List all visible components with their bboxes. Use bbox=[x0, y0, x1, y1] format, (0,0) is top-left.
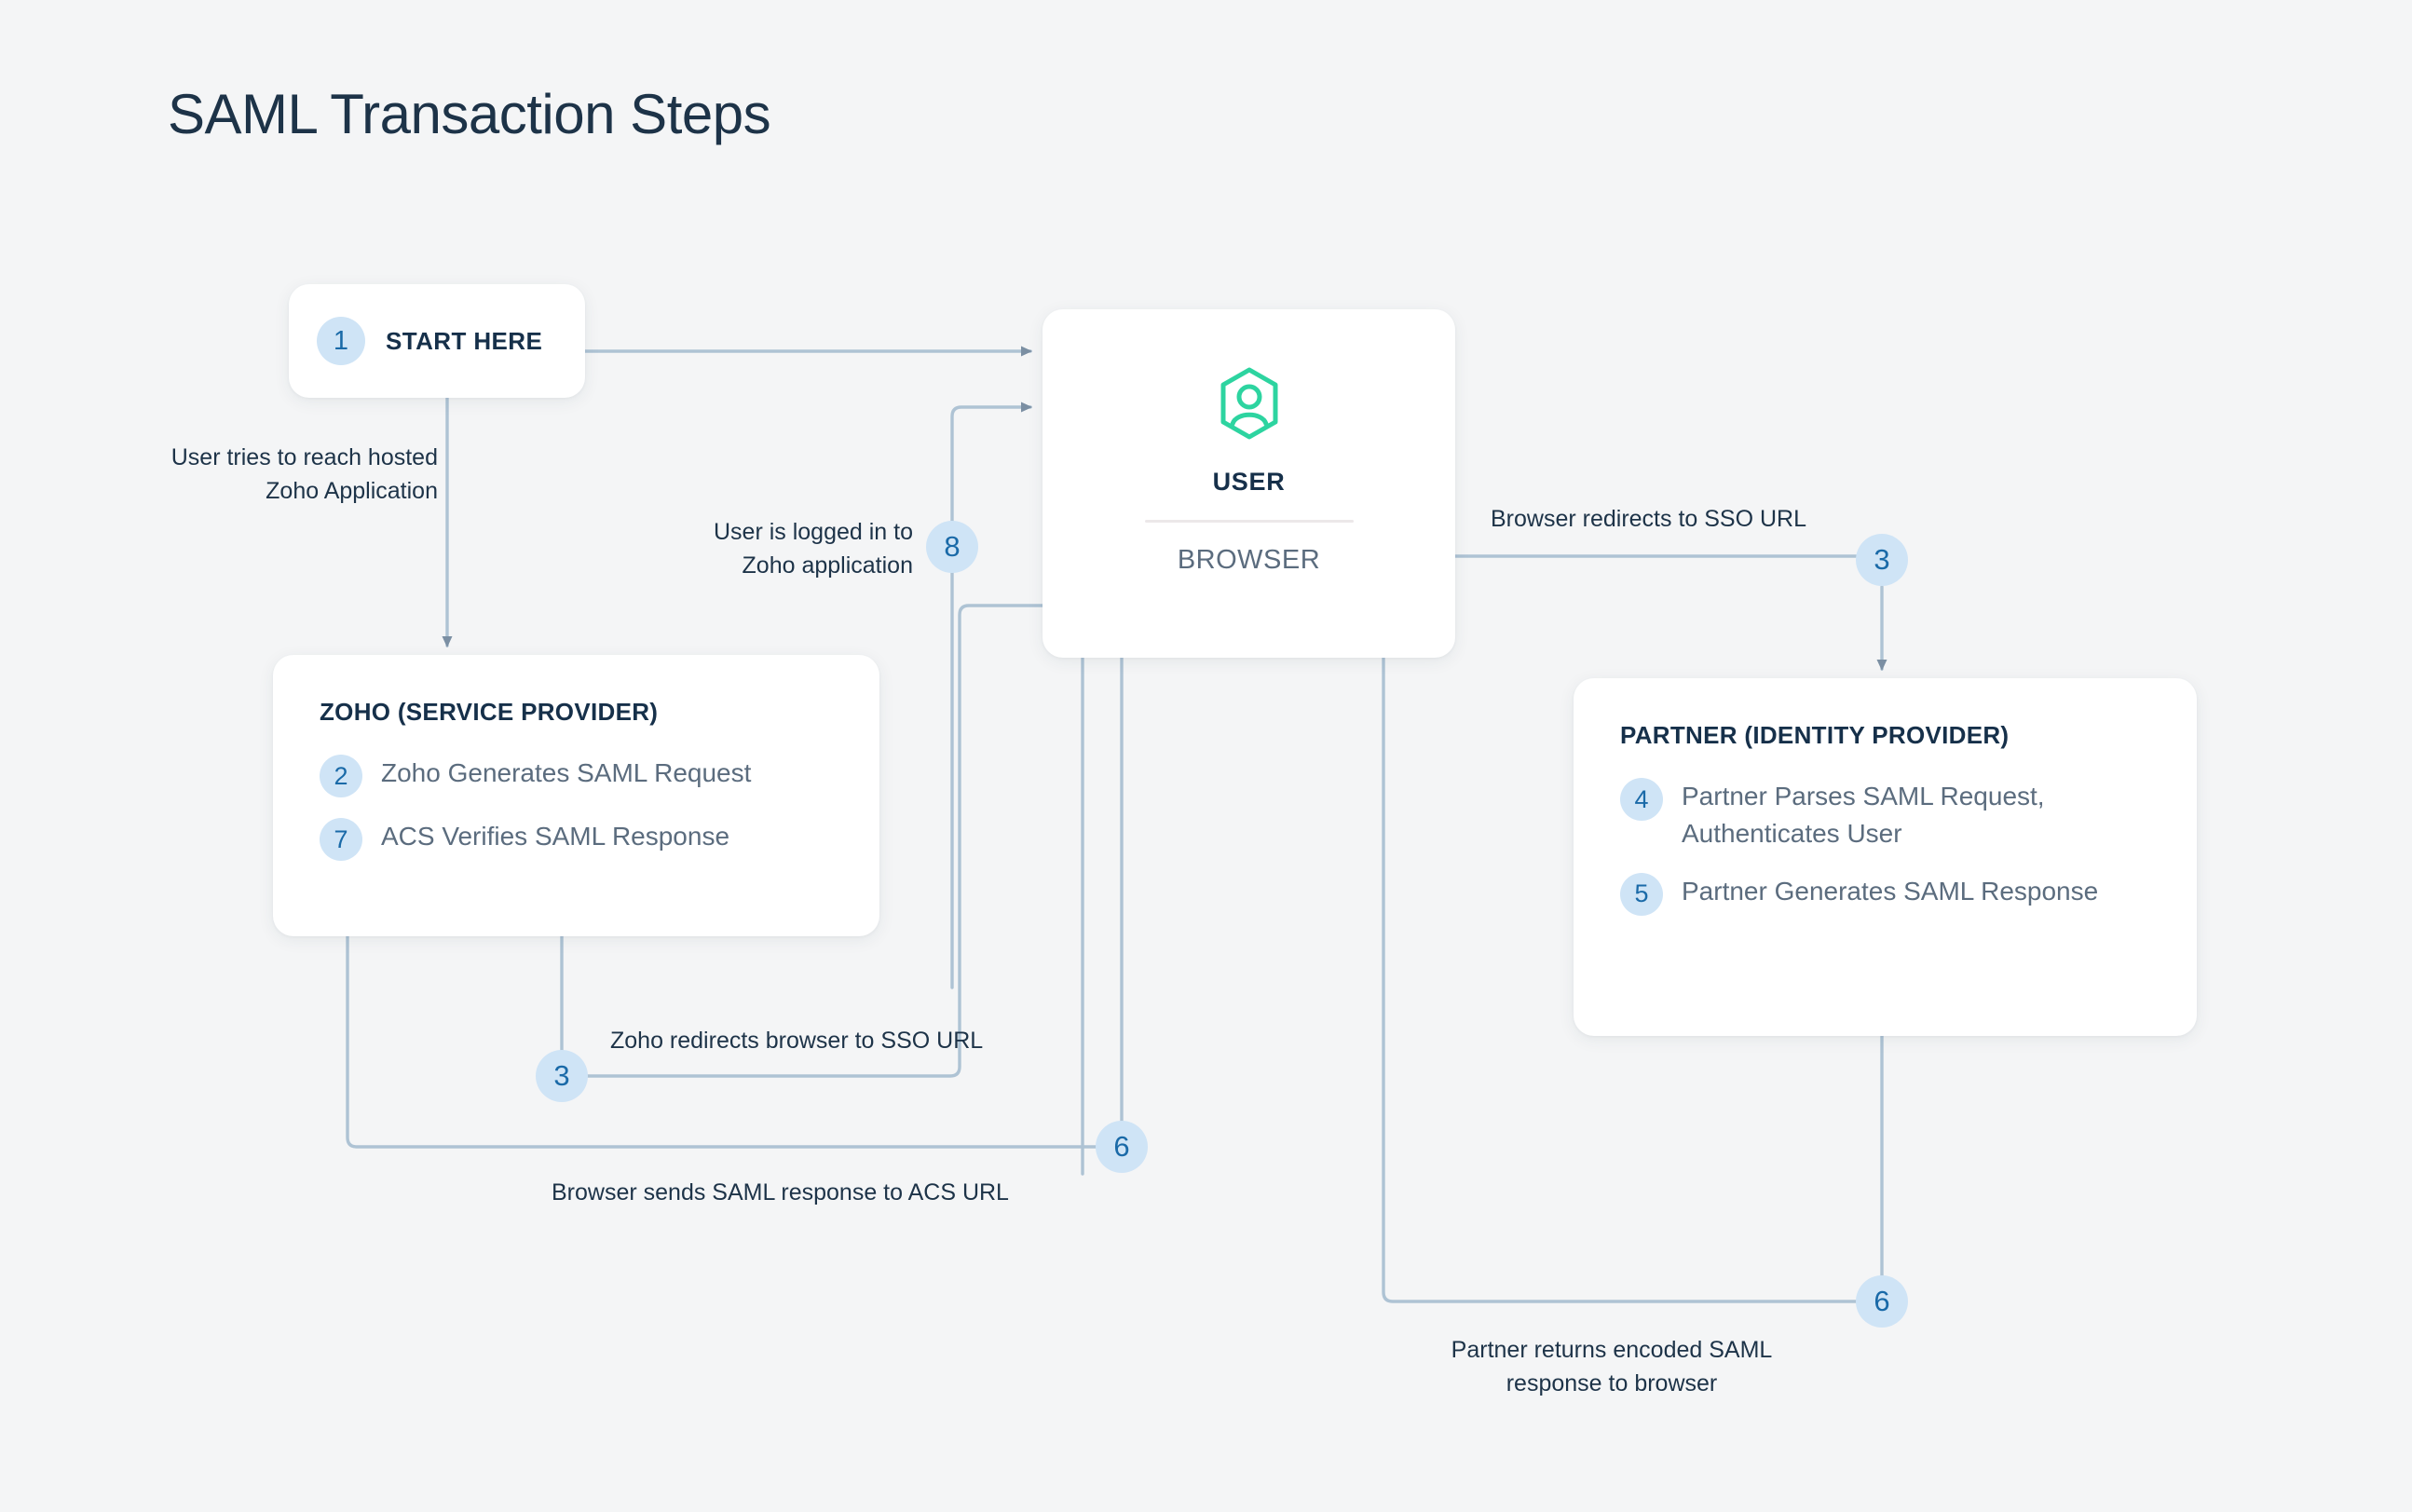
zoho-step-row: 2 Zoho Generates SAML Request bbox=[320, 755, 838, 797]
zoho-step-row: 7 ACS Verifies SAML Response bbox=[320, 818, 838, 861]
connector-label-user-tries-reach: User tries to reach hosted Zoho Applicat… bbox=[170, 444, 438, 504]
zoho-step-text: ACS Verifies SAML Response bbox=[381, 822, 730, 851]
zoho-card-heading: ZOHO (SERVICE PROVIDER) bbox=[320, 698, 659, 726]
page-title: SAML Transaction Steps bbox=[168, 83, 771, 145]
partner-step-row: 5 Partner Generates SAML Response bbox=[1620, 872, 2156, 916]
browser-label: BROWSER bbox=[1177, 545, 1321, 575]
wire-badge-3-left: 3 bbox=[536, 1050, 588, 1102]
connector-label-browser-sends-acs: Browser sends SAML response to ACS URL bbox=[552, 1179, 1009, 1206]
start-here-label: START HERE bbox=[386, 326, 543, 355]
user-title: USER bbox=[1212, 468, 1286, 496]
wire-badge-8: 8 bbox=[926, 521, 978, 573]
start-here-card[interactable]: 1 START HERE bbox=[289, 284, 585, 398]
partner-step-row: 4 Partner Parses SAML Request, Authentic… bbox=[1620, 778, 2156, 852]
wire-badge-6-right: 6 bbox=[1856, 1275, 1908, 1328]
step-badge-5: 5 bbox=[1620, 872, 1663, 916]
connector-label-browser-redirects-sso: Browser redirects to SSO URL bbox=[1491, 506, 1806, 532]
step-badge-1: 1 bbox=[317, 317, 365, 365]
wire-badge-3-right: 3 bbox=[1856, 534, 1908, 586]
partner-identity-provider-card[interactable]: PARTNER (IDENTITY PROVIDER) 4 Partner Pa… bbox=[1574, 678, 2197, 1036]
step-badge-2: 2 bbox=[320, 755, 362, 797]
wire-badge-6-left: 6 bbox=[1096, 1121, 1148, 1173]
user-hexagon-icon bbox=[1042, 367, 1455, 440]
connector-label-partner-returns-response: Partner returns encoded SAML response to… bbox=[1451, 1337, 1773, 1396]
connector-label-zoho-redirects-sso: Zoho redirects browser to SSO URL bbox=[610, 1028, 984, 1054]
partner-card-heading: PARTNER (IDENTITY PROVIDER) bbox=[1620, 721, 2010, 749]
user-browser-card[interactable]: USER bbox=[1042, 309, 1455, 658]
connector-label-user-logged-in: User is logged in to Zoho application bbox=[713, 519, 913, 579]
user-card-divider bbox=[1145, 520, 1354, 523]
zoho-step-text: Zoho Generates SAML Request bbox=[381, 758, 752, 787]
step-badge-4: 4 bbox=[1620, 778, 1663, 821]
step-badge-7: 7 bbox=[320, 818, 362, 861]
zoho-service-provider-card[interactable]: ZOHO (SERVICE PROVIDER) 2 Zoho Generates… bbox=[273, 655, 879, 936]
partner-step-text: Partner Generates SAML Response bbox=[1682, 876, 2099, 906]
partner-step-text: Partner Parses SAML Request, Authenticat… bbox=[1682, 782, 2045, 848]
